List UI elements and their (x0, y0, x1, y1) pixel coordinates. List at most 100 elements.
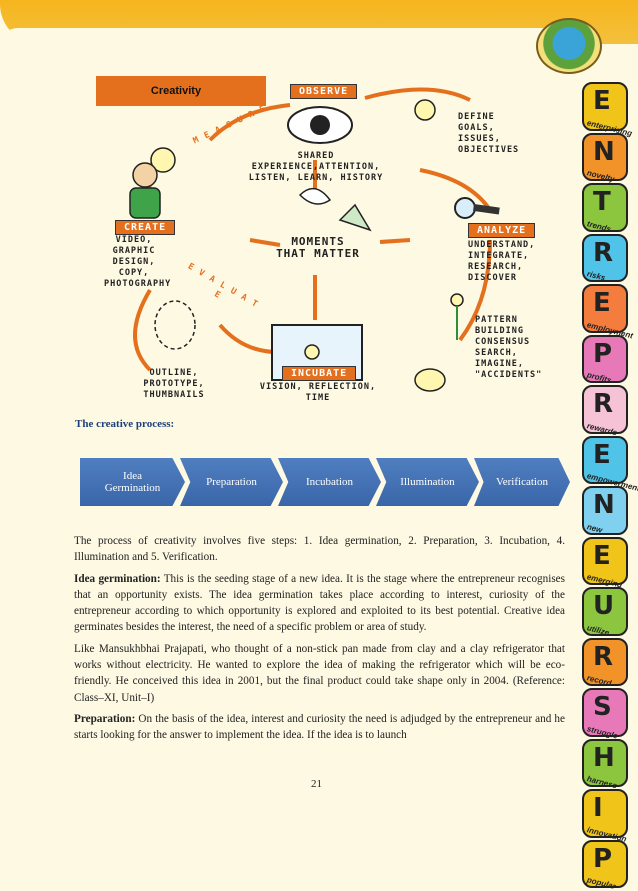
step-verification: Verification (474, 458, 570, 506)
pattern-text-line: SEARCH, (475, 348, 518, 358)
ribbon-word: new (586, 521, 604, 535)
define-text-line: ISSUES, (458, 134, 501, 144)
analyze-text-line: RESEARCH, (468, 262, 524, 272)
germination-label: Idea germination: (74, 572, 161, 585)
ribbon-word: popular (586, 875, 617, 891)
page-number: 21 (311, 778, 322, 790)
create-text-line: DESIGN, (112, 257, 156, 267)
analyze-text: UNDERSTAND, INTEGRATE, RESEARCH, DISCOVE… (468, 240, 535, 284)
ribbon-letter: S (593, 692, 612, 722)
ribbon-word: trends (586, 218, 612, 234)
ribbon-word: profits (586, 370, 613, 386)
lightbulb-icon-2 (414, 99, 436, 121)
germination-paragraph: Idea germination: This is the seeding st… (74, 571, 565, 636)
pattern-text-line: BUILDING (475, 326, 524, 336)
dashed-bulb-icon (154, 300, 196, 350)
analyze-text-line: UNDERSTAND, (468, 240, 536, 250)
create-text-line: VIDEO, (115, 235, 153, 245)
diagram-artwork (129, 87, 500, 392)
body-text: The process of creativity involves five … (74, 533, 565, 749)
ribbon-letter: R (593, 641, 614, 672)
ribbon-letter: E (593, 439, 611, 470)
ribbon-word: harness (586, 774, 618, 791)
example-paragraph: Like Mansukhbhai Prajapati, who thought … (74, 642, 565, 704)
broken-bulb-icon (414, 368, 446, 392)
ribbon-letter: P (593, 843, 613, 874)
arrow-analyze-pattern (458, 239, 492, 342)
moments-text: MOMENTS THAT MATTER (258, 236, 378, 260)
ribbon-letter: N (593, 136, 615, 167)
ribbon-letter: R (593, 237, 614, 268)
ribbon-word: rewards (586, 420, 618, 437)
germination-text: This is the seeding stage of a new idea.… (74, 572, 566, 634)
incubate-text: VISION, REFLECTION, TIME (248, 382, 388, 404)
ribbon-letter: E (593, 540, 611, 571)
analyze-text-line: INTEGRATE, (468, 251, 530, 261)
ribbon-letter: H (593, 742, 615, 773)
incubate-text-line: TIME (305, 393, 331, 403)
top-banner (0, 0, 638, 48)
magnifier-icon (454, 197, 476, 219)
step-illumination: Illumination (376, 458, 479, 506)
create-text-line: COPY, (118, 268, 150, 278)
ribbon-letter: R (593, 389, 614, 419)
creativity-diagram: Creativity OBSERVE SHARED EXPERIENCE,ATT… (90, 70, 570, 410)
step-label: Incubation (305, 476, 354, 488)
arrow-analyze-moments (379, 238, 411, 244)
preparation-text: On the basis of the idea, interest and c… (74, 712, 565, 742)
arrow-observe-define (364, 87, 471, 102)
ribbon-letter: E (593, 288, 611, 318)
define-text-line: GOALS, (458, 123, 495, 133)
pattern-text-line: PATTERN (475, 315, 518, 325)
define-text-line: OBJECTIVES (458, 145, 520, 155)
incubate-tag: INCUBATE (282, 366, 357, 381)
ribbon-letter: N (593, 490, 615, 520)
preparation-paragraph: Preparation: On the basis of the idea, i… (74, 711, 565, 744)
observe-tag: OBSERVE (290, 84, 358, 99)
define-text-line: DEFINE (458, 112, 495, 122)
outline-text-line: THUMBNAILS (143, 390, 205, 400)
analyze-text-line: DISCOVER (468, 273, 517, 283)
create-text: VIDEO, GRAPHIC DESIGN, COPY, PHOTOGRAPHY (104, 235, 172, 290)
person-icon (132, 162, 158, 188)
process-flow: Idea Germination Preparation Incubation … (80, 458, 570, 506)
create-text-line: PHOTOGRAPHY (104, 279, 172, 289)
pattern-text-line: "ACCIDENTS" (475, 370, 543, 380)
moments-line: MOMENTS (291, 235, 345, 248)
ribbon-word: utilize (586, 622, 611, 637)
step-preparation: Preparation (180, 458, 283, 506)
pattern-text: PATTERN BUILDING CONSENSUS SEARCH, IMAGI… (475, 315, 542, 381)
pattern-text-line: CONSENSUS (475, 337, 531, 347)
moments-line: THAT MATTER (276, 247, 360, 260)
lightbulb-icon (150, 147, 176, 173)
ribbon-letter: T (593, 187, 611, 217)
intro-paragraph: The process of creativity involves five … (74, 535, 565, 564)
ribbon-letter: E (593, 86, 611, 116)
step-label: Verification (496, 476, 548, 488)
bag-icon (338, 203, 372, 232)
preparation-label: Preparation: (74, 712, 136, 725)
bird-icon (298, 187, 332, 205)
create-text-line: GRAPHIC (112, 246, 156, 256)
pattern-text-line: IMAGINE, (475, 359, 524, 369)
step-label: Preparation (206, 476, 257, 488)
globe-logo-icon (536, 18, 602, 74)
arrow-create-moments (249, 238, 281, 247)
arrow-measure (208, 103, 291, 142)
ribbon-word: novelty (586, 168, 616, 184)
step-idea-germination: Idea Germination (80, 458, 185, 506)
observe-text-line: LISTEN, LEARN, HISTORY (248, 173, 384, 183)
ribbon-word: struggle (586, 723, 619, 741)
